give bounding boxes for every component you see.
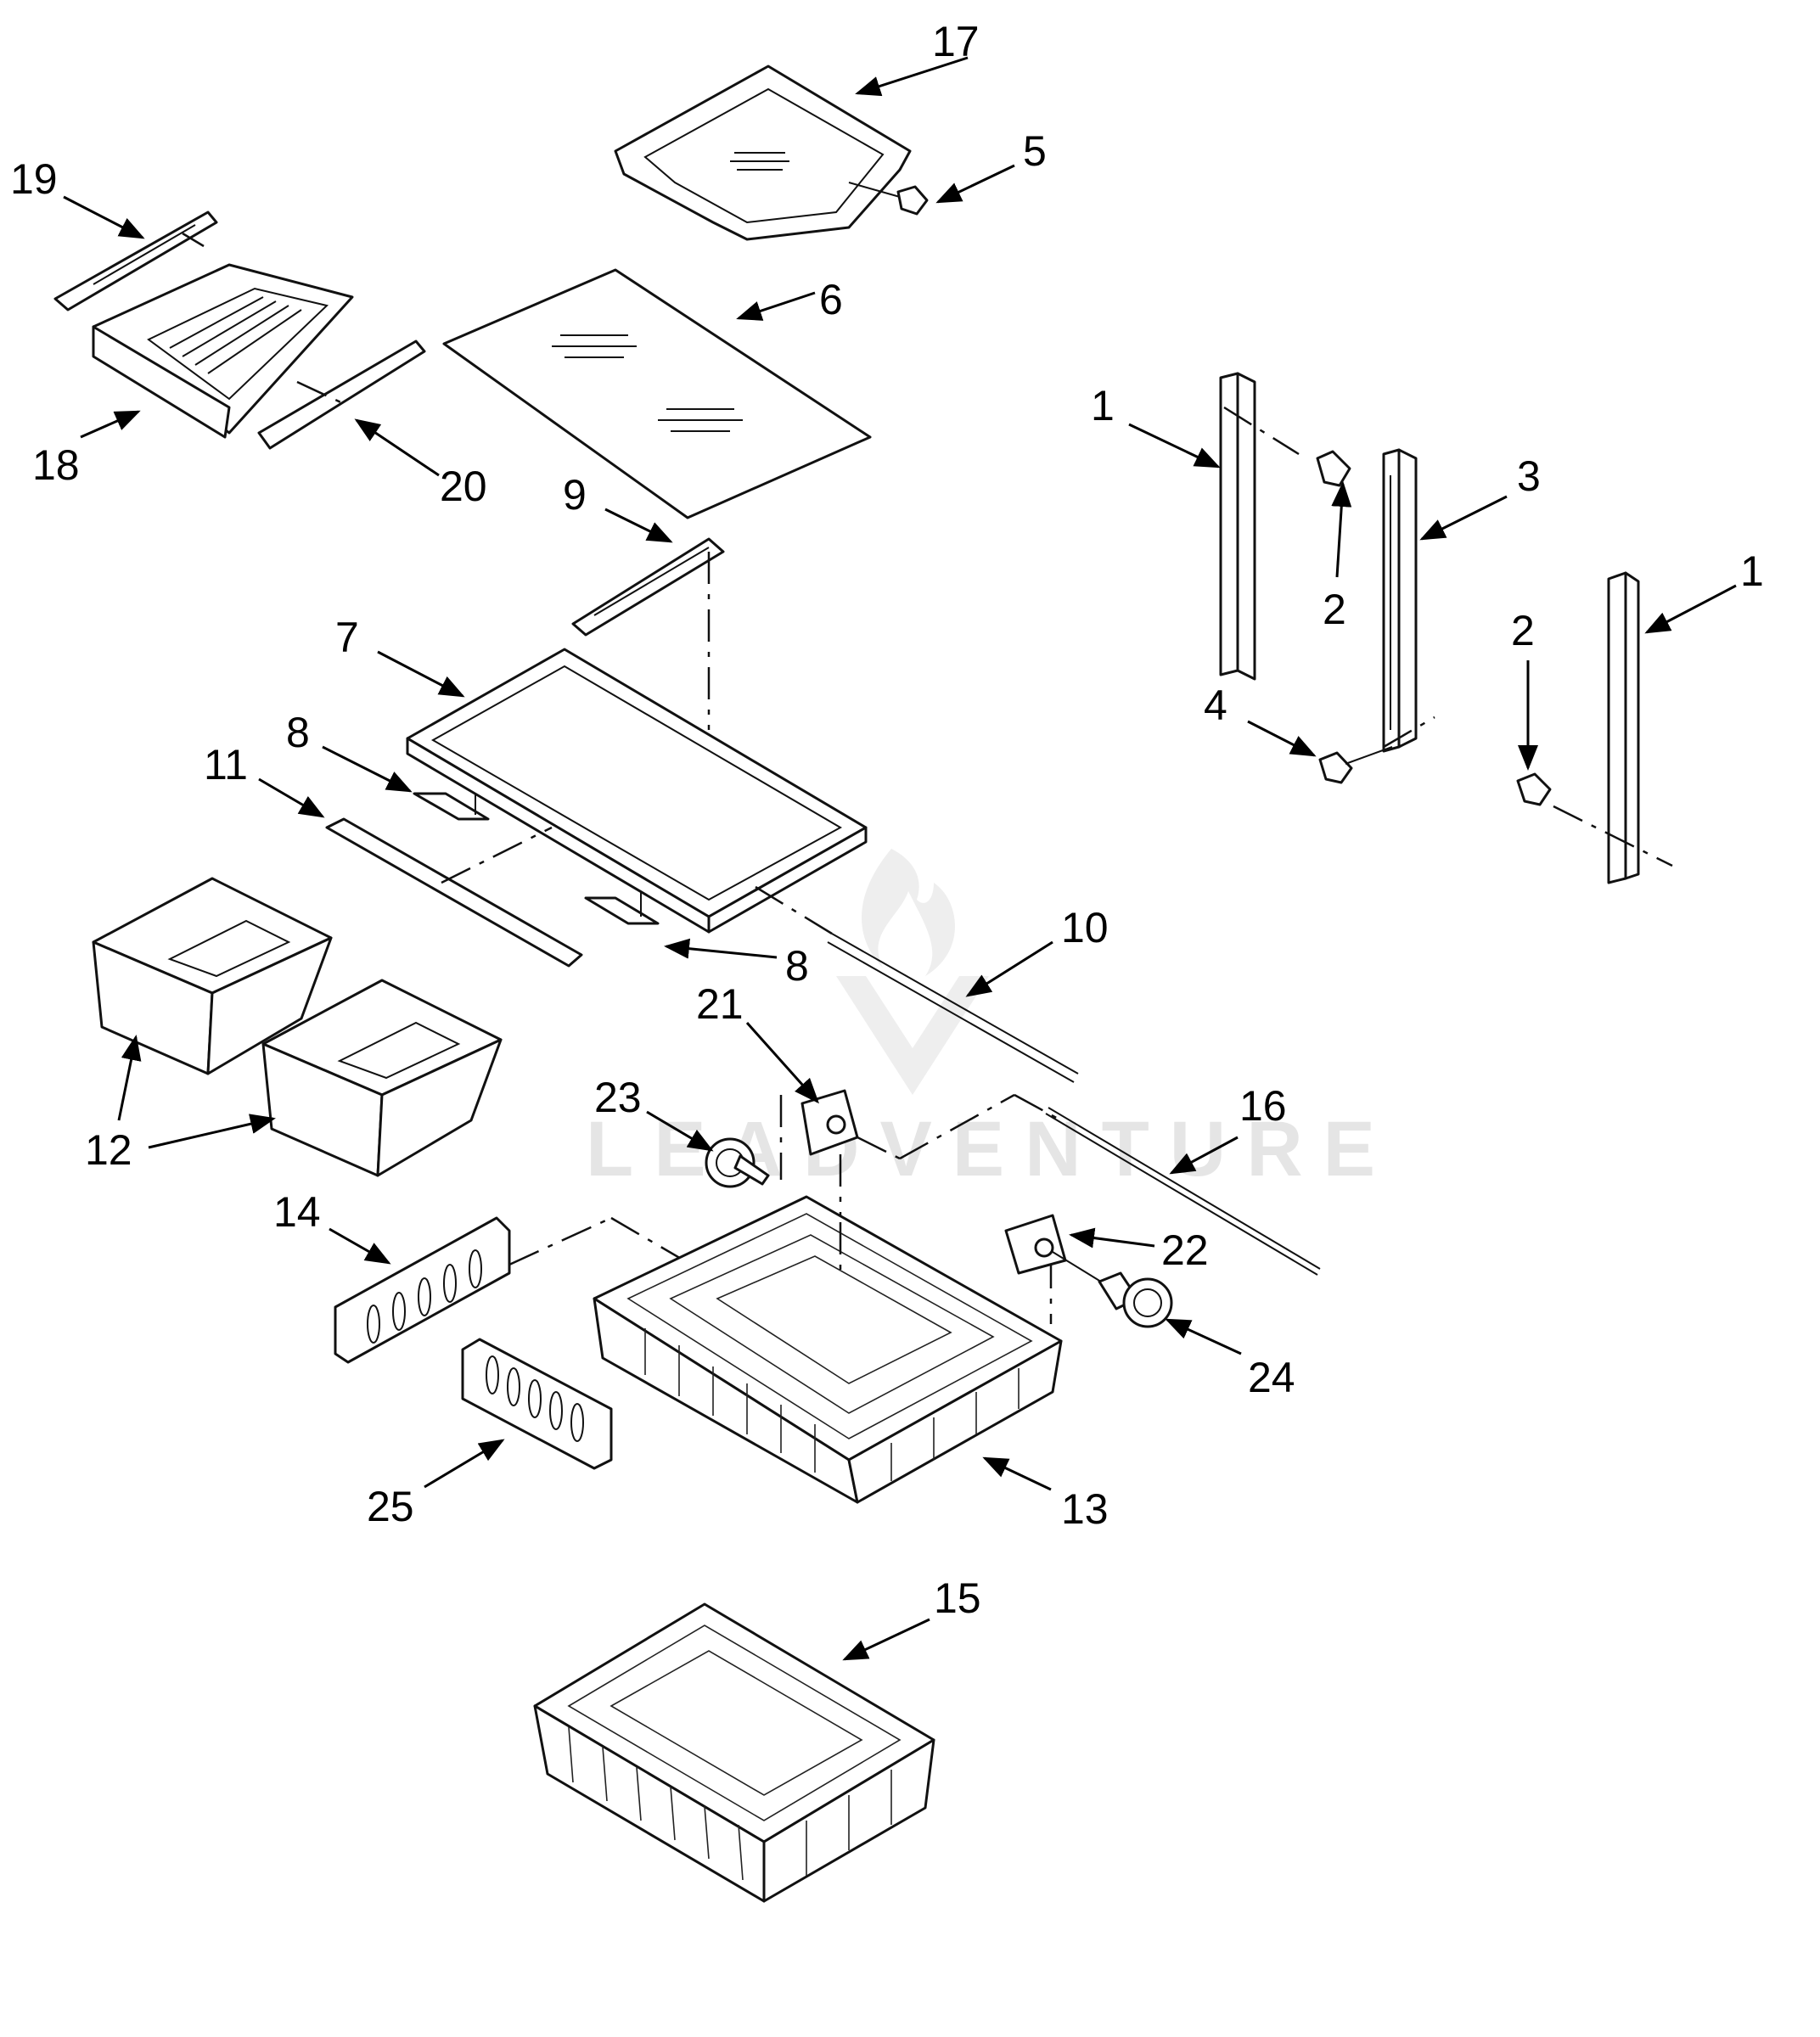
- callout-9: 9: [563, 471, 587, 519]
- callout-25: 25: [367, 1483, 414, 1530]
- callout-8-b: 8: [785, 942, 809, 990]
- callout-22: 22: [1161, 1226, 1209, 1274]
- part-7-shelf-frame: [406, 648, 868, 934]
- part-17-shelf: [614, 65, 912, 241]
- callout-15: 15: [934, 1574, 981, 1622]
- part-12-bin-b: [261, 979, 503, 1177]
- callout-1-left: 1: [1091, 382, 1115, 429]
- callout-2-a: 2: [1323, 586, 1346, 633]
- callout-13: 13: [1061, 1485, 1109, 1533]
- callout-1-right: 1: [1740, 547, 1764, 595]
- part-8-clip-a: [413, 792, 490, 821]
- callout-11: 11: [204, 741, 248, 788]
- part-19-rail: [53, 210, 218, 311]
- callout-12: 12: [85, 1126, 132, 1174]
- part-16-rod: [1045, 1107, 1321, 1276]
- part-24-gear: [1098, 1271, 1173, 1328]
- part-1-rail-left: [1219, 372, 1300, 681]
- part-3-rail: [1382, 448, 1435, 753]
- part-12-bin-a: [92, 877, 333, 1075]
- part-15-basket: [533, 1602, 935, 1903]
- callout-21: 21: [696, 980, 744, 1028]
- part-2-screw-b: [1516, 772, 1552, 806]
- callout-17: 17: [932, 18, 980, 65]
- callout-16: 16: [1239, 1082, 1287, 1130]
- part-21-bracket: [779, 1089, 1062, 1239]
- part-25-insert: [461, 1338, 613, 1470]
- part-2-screw-a: [1316, 450, 1351, 487]
- part-22-bracket: [1004, 1214, 1109, 1287]
- part-4-screw: [1318, 746, 1393, 784]
- callout-24: 24: [1248, 1354, 1295, 1401]
- callout-3: 3: [1517, 452, 1541, 500]
- callout-7: 7: [335, 614, 359, 661]
- callout-18: 18: [32, 441, 80, 489]
- watermark-logo: [836, 849, 989, 1095]
- callout-23: 23: [594, 1074, 642, 1121]
- part-11-trim: [325, 817, 583, 968]
- part-20-rail: [257, 340, 426, 450]
- callout-4: 4: [1204, 682, 1227, 729]
- part-9-rail: [571, 537, 725, 730]
- callout-14: 14: [273, 1188, 321, 1236]
- leader-arrows: [63, 56, 1737, 1661]
- callout-2-b: 2: [1511, 607, 1535, 654]
- callout-5: 5: [1023, 127, 1047, 175]
- part-13-basket: [593, 1195, 1063, 1504]
- callout-20: 20: [440, 463, 487, 510]
- callout-19: 19: [10, 155, 58, 203]
- part-1-rail-right: [1553, 571, 1673, 884]
- part-23-gear: [705, 1137, 770, 1188]
- part-10-rod: [755, 885, 1079, 1083]
- callout-labels: 17 5 19 6 18 20 1 3 2 1 2 4 9 7 8 11 8 1…: [10, 18, 1764, 1622]
- part-18-drawer: [92, 232, 354, 439]
- callout-6: 6: [819, 276, 843, 323]
- part-5-screw: [848, 182, 929, 216]
- callout-8-a: 8: [286, 709, 310, 756]
- part-8-clip-b: [584, 891, 660, 925]
- callout-10: 10: [1061, 904, 1109, 951]
- part-6-glass: [442, 268, 872, 519]
